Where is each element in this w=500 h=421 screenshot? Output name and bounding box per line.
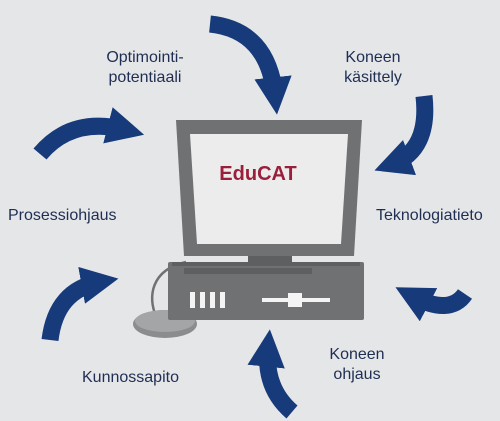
label-line: ohjaus xyxy=(333,366,381,383)
curved-arrow-icon xyxy=(374,95,434,176)
label-kunnossapito: Kunnossapito xyxy=(82,369,179,386)
monitor-screen xyxy=(190,134,348,244)
label-line: Optimointi- xyxy=(106,49,184,66)
drive-slot xyxy=(190,292,195,308)
base-unit xyxy=(168,262,364,320)
label-line: Koneen xyxy=(345,49,401,66)
computer-icon xyxy=(168,120,364,320)
label-line: käsittely xyxy=(344,69,402,86)
screen-brand-label: EduCAT xyxy=(219,163,297,185)
drive-slot xyxy=(220,292,225,308)
slider-knob xyxy=(288,293,302,307)
curved-arrow-icon xyxy=(395,287,473,322)
label-teknologiatieto: Teknologiatieto xyxy=(376,207,483,224)
curved-arrow-icon xyxy=(247,329,298,419)
label-koneen-ohjaus: Koneen ohjaus xyxy=(305,345,409,385)
curved-arrow-icon xyxy=(208,15,292,115)
drive-slot xyxy=(200,292,205,308)
curved-arrow-icon xyxy=(33,107,145,160)
label-line: Koneen xyxy=(329,346,385,363)
label-prosessiohjaus: Prosessiohjaus xyxy=(8,207,117,224)
label-line: potentiaali xyxy=(108,69,182,86)
label-optimointipotentiaali: Optimointi- potentiaali xyxy=(80,48,210,88)
curved-arrow-icon xyxy=(41,266,119,342)
drive-slot xyxy=(210,292,215,308)
monitor-neck xyxy=(248,256,292,264)
label-koneen-kasittely: Koneen käsittely xyxy=(318,48,428,88)
